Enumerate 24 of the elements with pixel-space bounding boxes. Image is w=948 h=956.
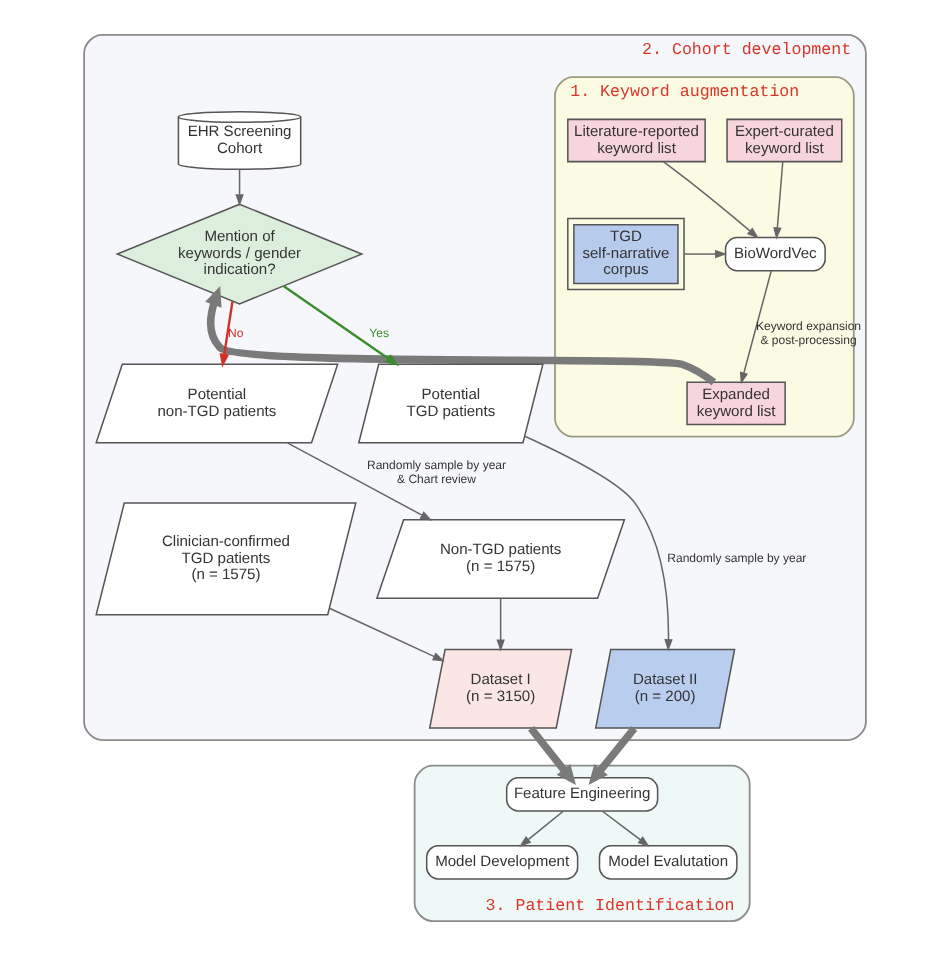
- arrow: [682, 249, 727, 259]
- node-box: Model Evalutation: [597, 844, 737, 880]
- arrow: [587, 726, 637, 785]
- node-box: Expert-curated keyword list: [725, 118, 842, 163]
- node-box: Model Development: [424, 844, 578, 880]
- node-box: TGD self-narrative corpus: [566, 217, 684, 291]
- arrow: [518, 810, 563, 847]
- node-box: BioWordVec: [723, 236, 825, 272]
- node-box: Feature Engineering: [504, 777, 658, 812]
- arrow: [738, 269, 772, 385]
- arrow: [772, 161, 783, 240]
- arrow: [661, 161, 758, 239]
- arrow: [234, 168, 243, 207]
- arrow: [523, 435, 672, 652]
- arrow: [600, 810, 649, 847]
- node-box: Expanded keyword list: [685, 381, 785, 426]
- arrow: [495, 597, 504, 652]
- arrow: [218, 300, 233, 368]
- arrow: [286, 442, 432, 521]
- arrow: [204, 286, 716, 386]
- node-diamond: Mention of keywords / gender indication?: [114, 203, 363, 305]
- node-box: Literature-reported keyword list: [566, 118, 705, 163]
- arrow: [327, 607, 444, 662]
- arrow: [282, 285, 399, 367]
